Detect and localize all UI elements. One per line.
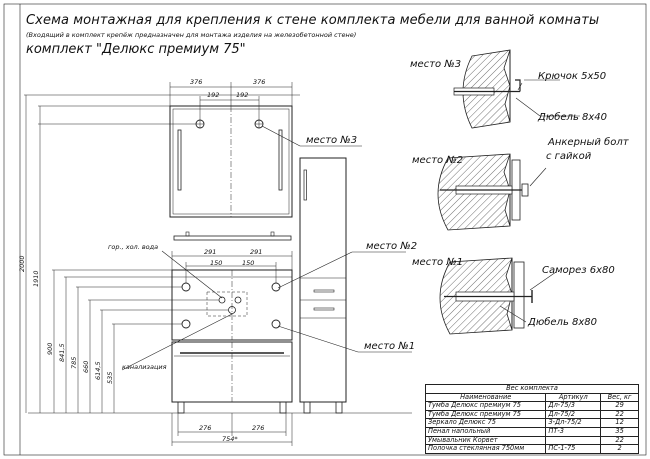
glass-shelf	[173, 231, 292, 241]
dim-mid-left: 291	[204, 248, 217, 256]
dim-vert-785: 785	[70, 356, 78, 369]
detail1-screw: Саморез 6х80	[542, 265, 615, 276]
dim-top-right: 376	[253, 78, 266, 86]
drawing-title: Схема монтажная для крепления к стене ко…	[26, 13, 600, 28]
detail3-title: место №3	[410, 59, 462, 70]
table-header-row: Наименование Артикул Вес, кг	[424, 392, 639, 403]
detail-place-2	[437, 153, 547, 231]
detail-place-1	[439, 257, 557, 335]
label-sewer: канализация	[122, 363, 167, 371]
table-cell: Пенал напольный	[424, 426, 547, 437]
label-place-3: место №3	[306, 135, 358, 146]
tall-cabinet	[299, 157, 347, 414]
dim-top-inner-right: 192	[236, 91, 249, 99]
detail2-bolt-2: с гайкой	[546, 151, 592, 162]
detail1-dowel: Дюбель 8х80	[528, 317, 598, 328]
sink-cabinet	[171, 269, 293, 341]
lower-cabinet	[171, 341, 293, 414]
sheet-frame	[3, 3, 647, 456]
detail-place-3	[453, 49, 580, 129]
table-cell: 29	[600, 401, 639, 411]
detail3-dowel: Дюбель 8х40	[538, 112, 608, 123]
dim-bottom-total: 754*	[222, 435, 238, 443]
dim-mid-right: 291	[250, 248, 263, 256]
dim-vert-614: 614,5	[94, 361, 102, 380]
table-cell: Полочка стеклянная 750мм	[424, 444, 547, 454]
label-water: гор., хол. вода	[108, 243, 159, 251]
table-cell: ПТ-3	[545, 426, 602, 437]
dim-vert-535: 535	[106, 371, 114, 384]
dim-vert-660: 660	[82, 360, 90, 373]
table-row: Пенал напольный ПТ-3 35	[424, 426, 639, 437]
mirror	[169, 105, 293, 218]
vertical-dimensions	[24, 94, 300, 413]
dim-vert-2000: 2000	[18, 255, 26, 272]
dim-top-inner-left: 192	[207, 91, 220, 99]
table-row: Тумба Делюкс премиум 75 Дл-75/3 29	[424, 401, 639, 411]
detail1-title: место №1	[412, 257, 464, 268]
callout-leaders	[121, 125, 412, 371]
table-caption-row: Вес комплекта	[425, 384, 639, 394]
detail3-hook: Крючок 5х50	[538, 71, 607, 82]
dim-bottom-right: 276	[252, 424, 265, 432]
dim-vert-900: 900	[46, 342, 54, 355]
weight-table: Вес комплекта Наименование Артикул Вес, …	[424, 384, 639, 454]
table-caption: Вес комплекта	[425, 384, 639, 394]
detail2-bolt-1: Анкерный болт	[548, 137, 629, 148]
table-row: Полочка стеклянная 750мм ПС-1-75 2	[424, 444, 639, 454]
dim-mid-inner-left: 150	[210, 259, 223, 267]
horizontal-dimensions	[169, 82, 293, 446]
table-cell: 35	[600, 426, 639, 437]
dim-bottom-left: 276	[199, 424, 212, 432]
label-place-2: место №2	[366, 241, 418, 252]
table-cell: Дл-75/3	[545, 401, 602, 411]
set-name: комплект "Делюкс премиум 75"	[26, 42, 246, 57]
table-cell: ПС-1-75	[545, 444, 602, 454]
drawing-subtitle: (Входящий в комплект крепёж предназначен…	[26, 31, 357, 39]
dim-mid-inner-right: 150	[242, 259, 255, 267]
dim-vert-841: 841,5	[58, 343, 66, 362]
drain-outlet	[228, 306, 236, 314]
table-row: Тумба Делюкс премиум 75 Дл-75/2 22	[424, 409, 639, 420]
dim-vert-1910: 1910	[32, 270, 40, 287]
dim-top-left: 376	[190, 78, 203, 86]
label-place-1: место №1	[364, 341, 416, 352]
table-cell: Тумба Делюкс премиум 75	[424, 401, 547, 411]
detail2-title: место №2	[412, 155, 464, 166]
table-cell: 2	[600, 444, 639, 454]
